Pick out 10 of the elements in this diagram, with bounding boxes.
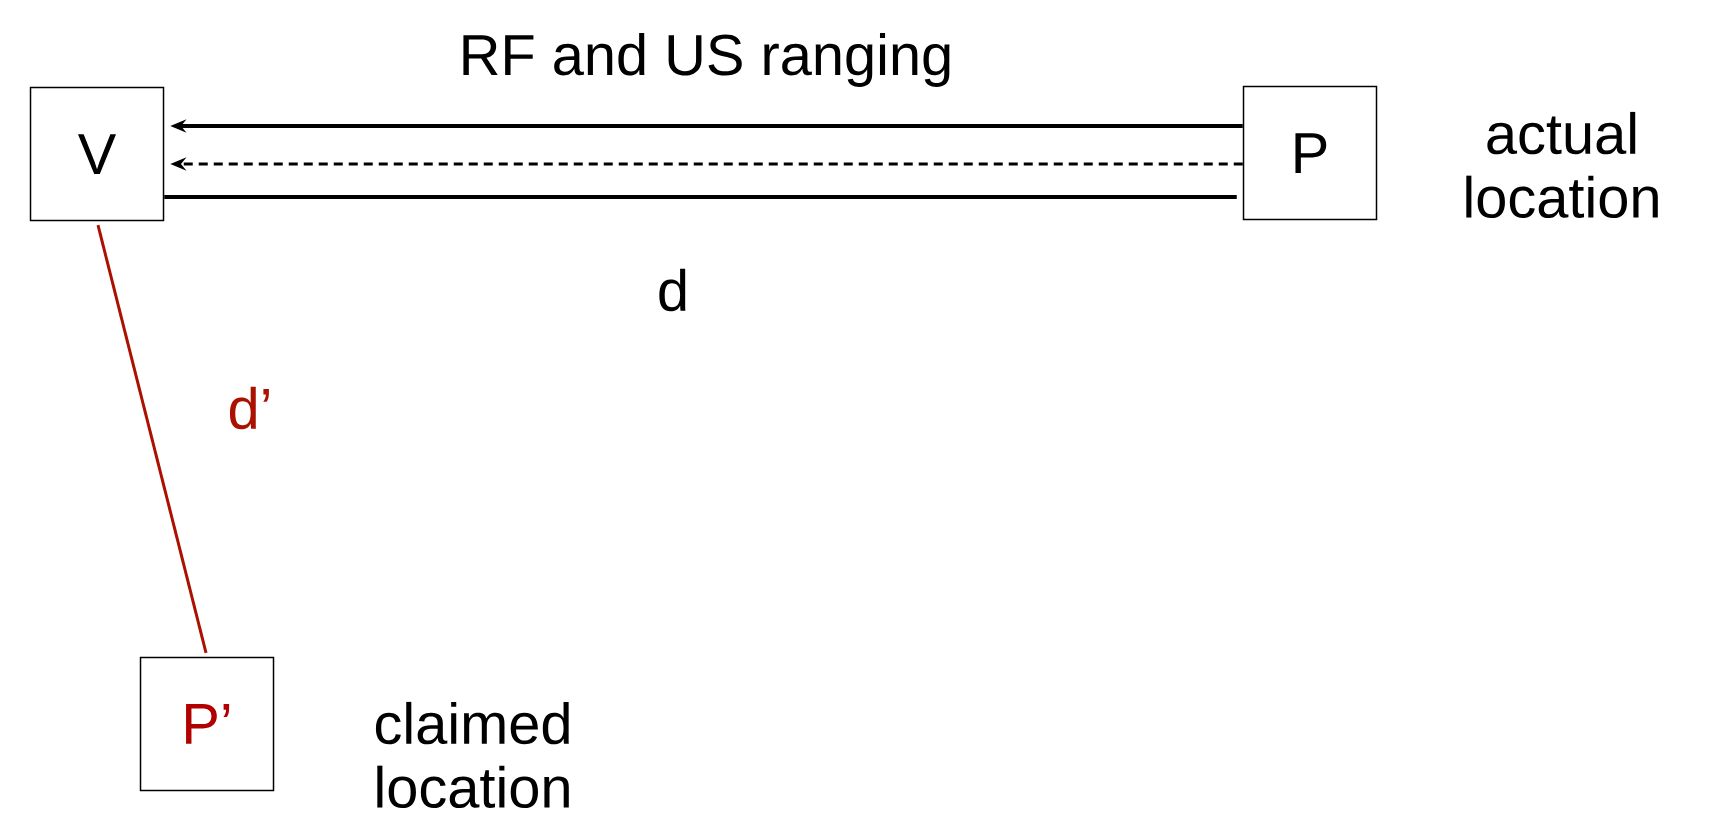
location-caption: claimed location <box>375 701 569 809</box>
line <box>96 224 208 654</box>
edge-label: d <box>659 268 686 312</box>
edge-label: RF and US ranging <box>463 33 950 87</box>
edge-label: d’ <box>229 386 269 430</box>
letter-box: P’ <box>139 656 275 792</box>
location-caption: actual location <box>1466 111 1658 219</box>
letter-box: V <box>29 86 165 222</box>
line <box>164 195 1237 199</box>
letter-box: P <box>1242 85 1378 221</box>
